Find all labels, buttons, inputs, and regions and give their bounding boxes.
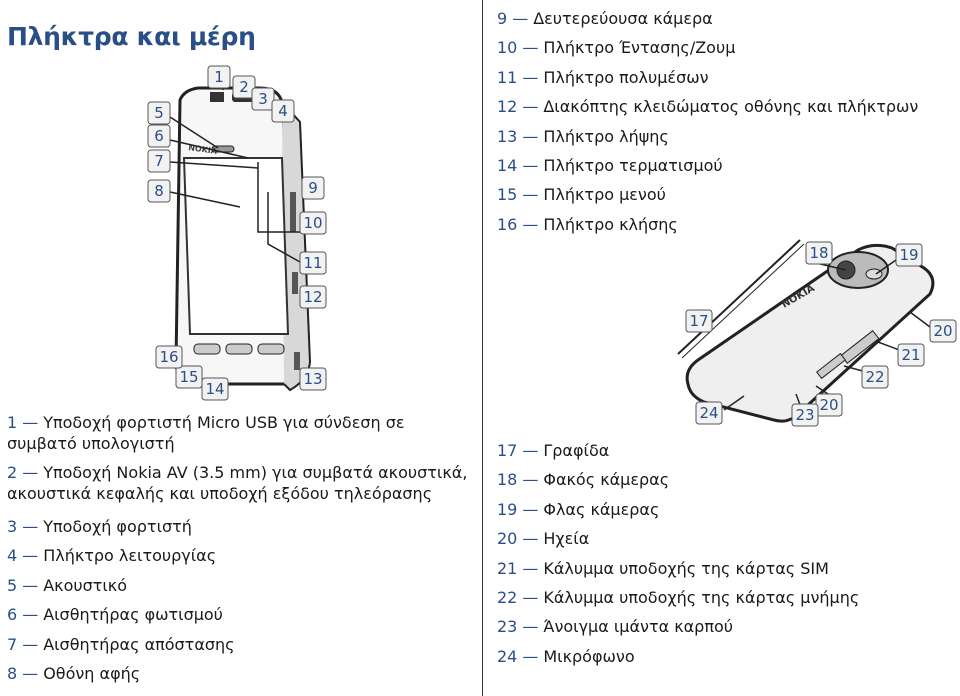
svg-text:14: 14 <box>205 380 224 398</box>
legend-left: 1—Υποδοχή φορτιστή Micro USB για σύνδεση… <box>7 412 477 688</box>
svg-text:6: 6 <box>154 127 164 145</box>
svg-text:23: 23 <box>795 406 814 424</box>
callout-6: 6 <box>147 124 171 148</box>
legend-item-20: 20—Ηχεία <box>497 529 590 549</box>
callout-9: 9 <box>301 176 325 200</box>
svg-text:24: 24 <box>699 404 718 422</box>
legend-item-22: 22—Κάλυμμα υποδοχής της κάρτας μνήμης <box>497 588 860 608</box>
callout-4: 4 <box>271 99 295 123</box>
callout-13: 13 <box>299 367 327 391</box>
legend-item-1: 1—Υποδοχή φορτιστή Micro USB για σύνδεση… <box>7 413 405 453</box>
legend-item-4: 4—Πλήκτρο λειτουργίας <box>7 546 217 566</box>
svg-text:2: 2 <box>239 78 249 96</box>
callout-1: 1 <box>207 65 231 89</box>
callout-12: 12 <box>299 285 327 309</box>
legend-item-13: 13—Πλήκτρο λήψης <box>497 126 669 146</box>
svg-text:22: 22 <box>865 368 884 386</box>
svg-text:21: 21 <box>901 346 920 364</box>
svg-text:12: 12 <box>303 288 322 306</box>
svg-text:7: 7 <box>154 152 164 170</box>
callout-24: 24 <box>695 401 723 425</box>
svg-text:8: 8 <box>154 182 164 200</box>
callout-3: 3 <box>251 87 275 111</box>
callout-2: 2 <box>232 75 256 99</box>
callout-23: 23 <box>791 403 819 427</box>
legend-item-6: 6—Αισθητήρας φωτισμού <box>7 605 223 625</box>
legend-item-10: 10—Πλήκτρο Έντασης/Ζουμ <box>497 38 736 58</box>
callout-10: 10 <box>299 211 327 235</box>
legend-item-24: 24—Μικρόφωνο <box>497 646 635 666</box>
legend-item-12: 12—Διακόπτης κλειδώματος οθόνης και πλήκ… <box>497 97 919 117</box>
legend-item-3: 3—Υποδοχή φορτιστή <box>7 517 192 536</box>
legend-item-18: 18—Φακός κάμερας <box>497 470 670 490</box>
callout-7: 7 <box>147 149 171 173</box>
callout-5: 5 <box>147 101 171 125</box>
callout-8: 8 <box>147 179 171 203</box>
svg-text:20: 20 <box>933 322 952 340</box>
legend-item-8: 8—Οθόνη αφής <box>7 664 141 684</box>
callout-21: 21 <box>897 343 925 367</box>
svg-text:13: 13 <box>303 370 322 388</box>
callout-19: 19 <box>895 243 923 267</box>
legend-item-21: 21—Κάλυμμα υποδοχής της κάρτας SIM <box>497 558 829 578</box>
front-phone-side <box>281 101 312 392</box>
svg-text:15: 15 <box>179 368 198 386</box>
front-callouts: 1 2 3 4 5 6 7 8 9 10 11 12 13 14 15 16 <box>147 65 327 401</box>
legend-item-23: 23—Άνοιγμα ιμάντα καρπού <box>497 617 734 637</box>
legend-item-11: 11—Πλήκτρο πολυμέσων <box>497 67 709 87</box>
front-phone-figure: NOKIA 1 2 3 4 5 6 7 8 9 10 11 12 13 14 1… <box>147 65 327 401</box>
touch-screen <box>182 157 290 335</box>
svg-text:17: 17 <box>689 312 708 330</box>
callout-20b: 20 <box>815 393 843 417</box>
legend-bottom-right: 17—Γραφίδα 18—Φακός κάμερας 19—Φλας κάμε… <box>497 436 859 671</box>
svg-text:5: 5 <box>154 104 164 122</box>
svg-text:1: 1 <box>214 68 224 86</box>
svg-text:10: 10 <box>303 214 322 232</box>
svg-text:9: 9 <box>308 179 318 197</box>
back-callouts: 17 18 19 20 20 21 22 23 24 <box>685 241 957 427</box>
callout-14: 14 <box>201 377 229 401</box>
callout-15: 15 <box>175 365 203 389</box>
back-phone-body <box>685 243 935 423</box>
svg-text:11: 11 <box>303 254 322 272</box>
page-title: Πλήκτρα και μέρη <box>7 22 256 51</box>
callout-17: 17 <box>685 309 713 333</box>
svg-text:16: 16 <box>159 348 178 366</box>
legend-item-7: 7—Αισθητήρας απόστασης <box>7 634 235 654</box>
callout-18: 18 <box>805 241 833 265</box>
legend-item-9: 9—Δευτερεύουσα κάμερα <box>497 9 713 28</box>
back-phone-figure: NOKIA 17 18 19 20 20 21 22 23 24 <box>677 239 957 427</box>
legend-top-right: 9—Δευτερεύουσα κάμερα 10—Πλήκτρο Έντασης… <box>497 4 918 239</box>
legend-item-19: 19—Φλας κάμερας <box>497 499 660 519</box>
callout-16: 16 <box>155 345 183 369</box>
svg-text:20: 20 <box>819 396 838 414</box>
svg-text:19: 19 <box>899 246 918 264</box>
legend-item-15: 15—Πλήκτρο μενού <box>497 185 666 205</box>
callout-22: 22 <box>861 365 889 389</box>
svg-text:4: 4 <box>278 102 288 120</box>
column-divider <box>482 0 483 696</box>
legend-item-2: 2—Υποδοχή Nokia AV (3.5 mm) για συμβατά … <box>7 463 468 503</box>
legend-item-5: 5—Ακουστικό <box>7 575 128 595</box>
callout-20a: 20 <box>929 319 957 343</box>
legend-item-14: 14—Πλήκτρο τερματισμού <box>497 156 723 176</box>
svg-text:18: 18 <box>809 244 828 262</box>
callout-11: 11 <box>299 251 327 275</box>
svg-text:3: 3 <box>258 90 268 108</box>
legend-item-16: 16—Πλήκτρο κλήσης <box>497 214 678 234</box>
legend-item-17: 17—Γραφίδα <box>497 441 610 460</box>
